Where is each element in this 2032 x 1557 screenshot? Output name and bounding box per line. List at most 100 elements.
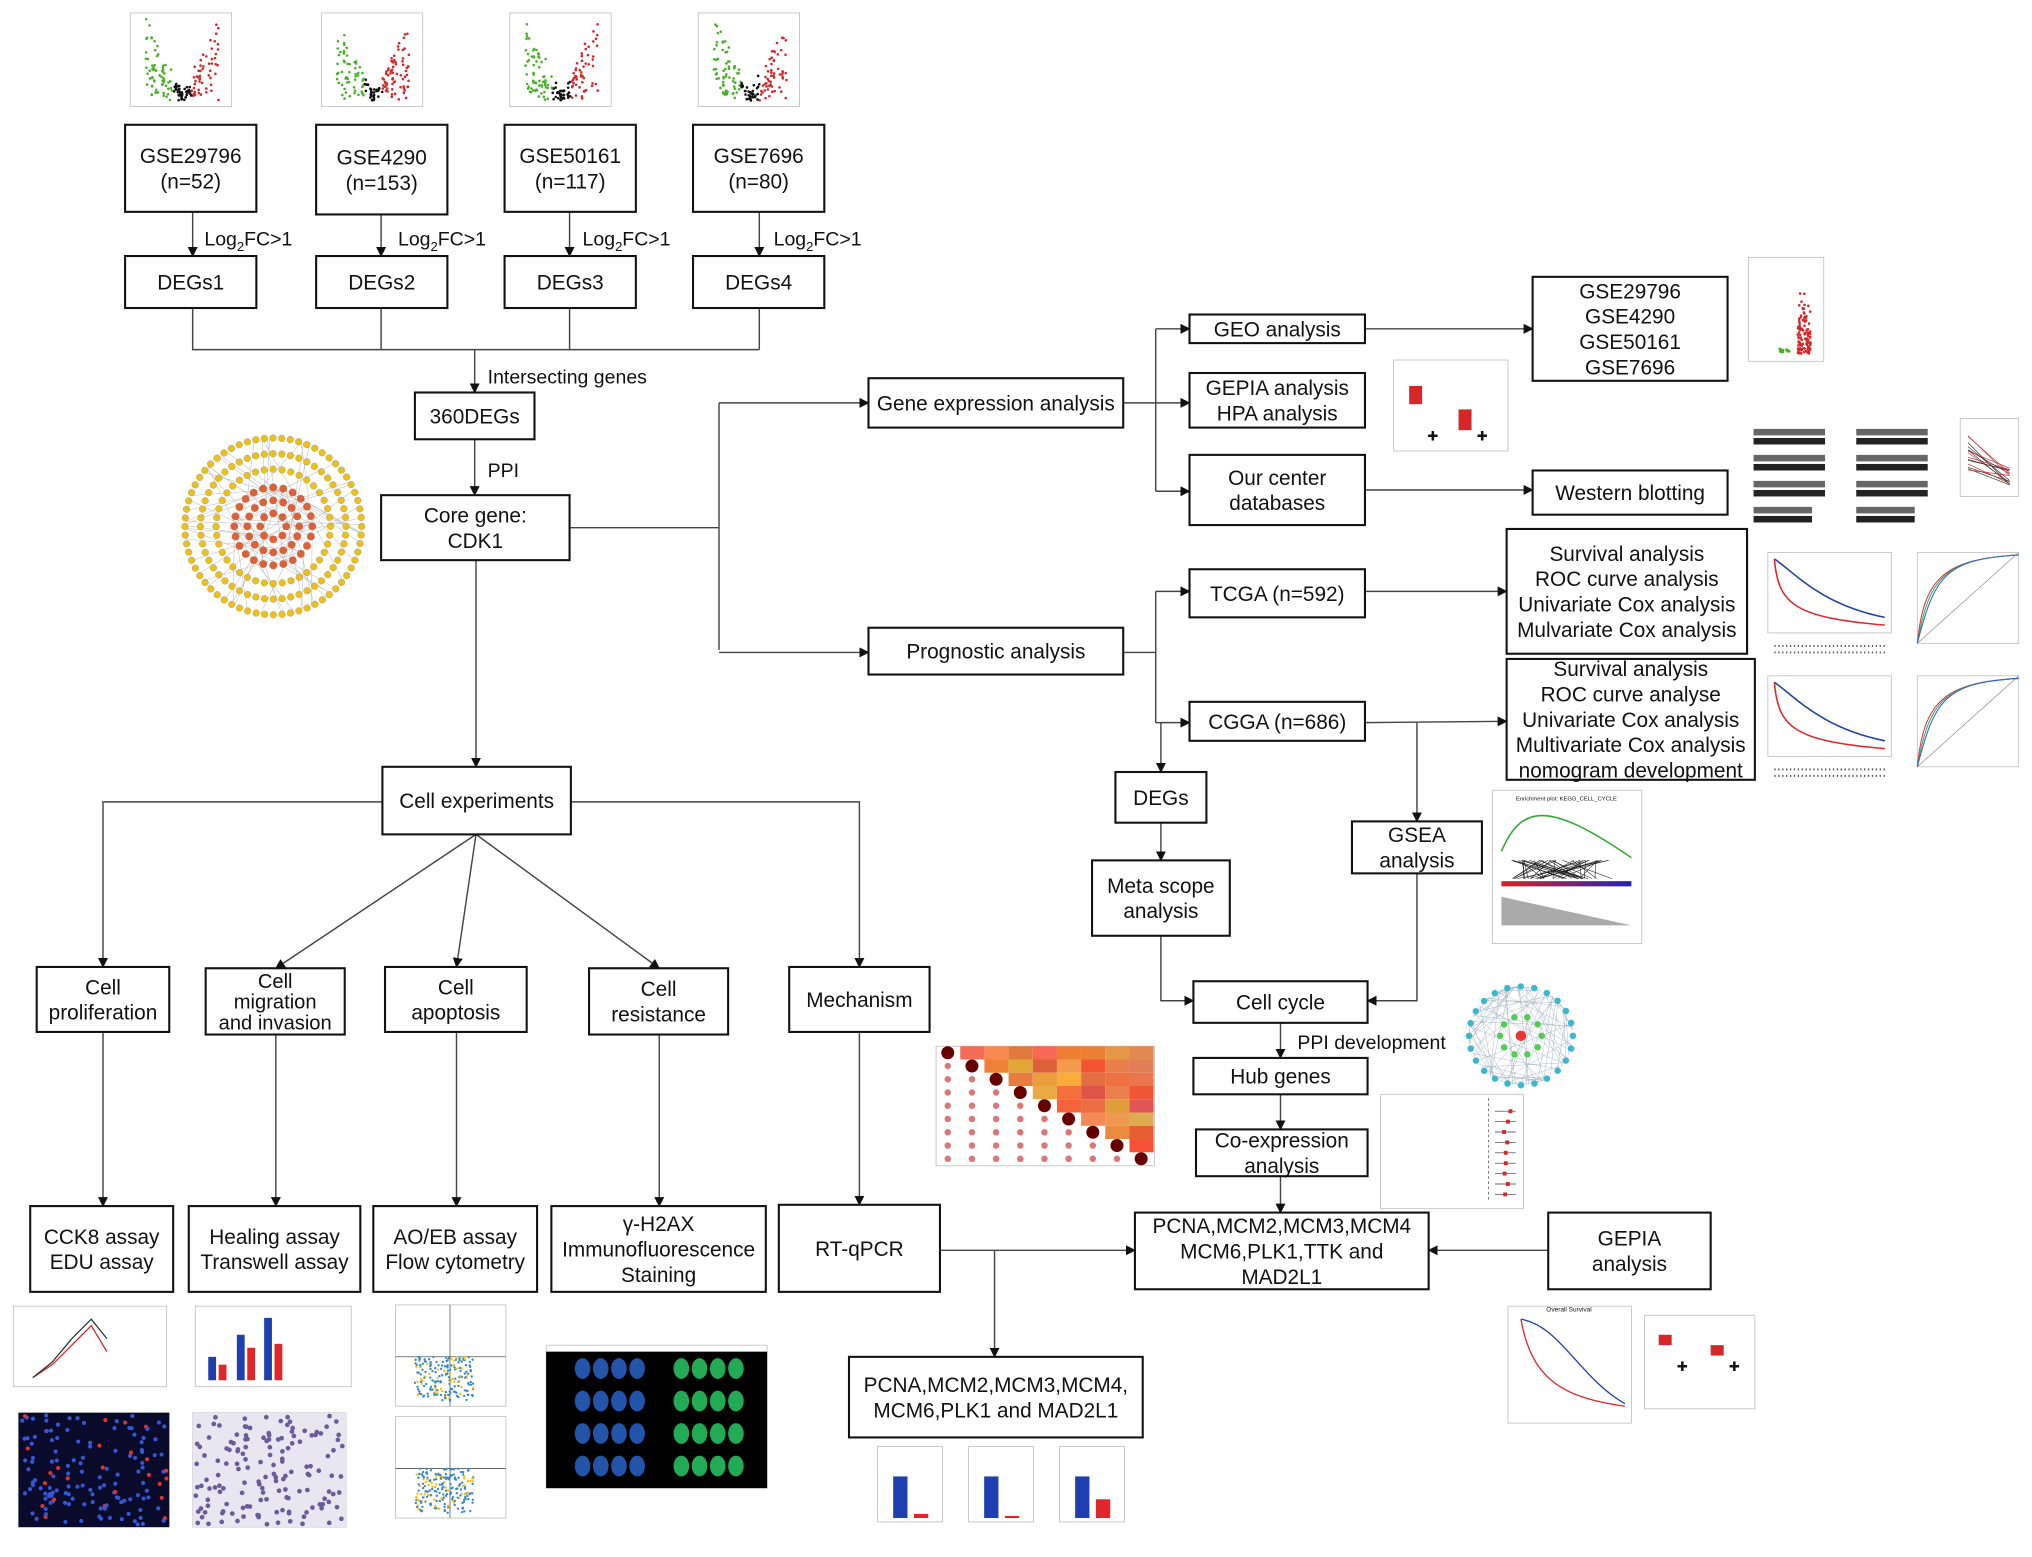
coexpression-heatmap-thumbnail xyxy=(935,1045,1155,1167)
box-text: Cell xyxy=(641,978,677,1001)
box-text: Univariate Cox analysis xyxy=(1518,594,1735,617)
box-frame xyxy=(867,626,1125,676)
box-frame xyxy=(124,254,258,310)
box-text: resistance xyxy=(611,1004,706,1027)
box-text: analysis xyxy=(1123,900,1198,923)
box-deg360: 360DEGs xyxy=(413,391,536,441)
box-degs1: DEGs1 xyxy=(124,254,258,310)
intersecting-genes-label: Intersecting genes xyxy=(488,366,647,388)
box-text: migration xyxy=(234,992,317,1014)
box-text: CCK8 assay xyxy=(44,1226,160,1249)
box-text: Western blotting xyxy=(1555,482,1705,505)
svg-text:✚: ✚ xyxy=(1427,429,1438,444)
box-frame xyxy=(1350,820,1483,875)
box-text: MCM6,PLK1,TTK and xyxy=(1180,1240,1383,1263)
box-text: GEO analysis xyxy=(1214,318,1341,341)
box-degs3: DEGs3 xyxy=(503,254,637,310)
box-gse3: GSE50161(n=117) xyxy=(503,123,637,213)
box-text: GSE4290 xyxy=(1585,306,1675,329)
box-western: Western blotting xyxy=(1531,469,1729,516)
box-text: (n=117) xyxy=(535,170,606,193)
forest-plot-thumbnail xyxy=(1380,1093,1524,1210)
box-frame xyxy=(1531,275,1729,382)
box-text: HPA analysis xyxy=(1217,402,1338,425)
box-text: (n=153) xyxy=(346,172,418,195)
box-text: DEGs4 xyxy=(725,272,792,295)
box-frame xyxy=(1192,1056,1369,1096)
box-text: PCNA,MCM2,MCM3,MCM4 xyxy=(1152,1215,1411,1238)
arrow-connector xyxy=(1364,716,1508,727)
qpcr-bar-chart-thumbnail xyxy=(968,1446,1034,1523)
box-frame xyxy=(503,254,637,310)
box-text: analysis xyxy=(1244,1155,1319,1178)
box-text: RT-qPCR xyxy=(815,1238,904,1261)
box-frame xyxy=(1531,469,1729,516)
box-text: databases xyxy=(1229,492,1325,515)
box-frame xyxy=(867,377,1125,429)
line-connector xyxy=(191,308,760,351)
box-text: ROC curve analyse xyxy=(1541,684,1721,707)
edu-fluorescence-thumbnail xyxy=(18,1412,170,1528)
ppi-development-label: PPI development xyxy=(1297,1032,1446,1054)
box-gene-expr: Gene expression analysis xyxy=(867,377,1125,429)
box-text: Cell xyxy=(438,976,474,999)
box-text: apoptosis xyxy=(411,1002,500,1025)
box-frame xyxy=(29,1205,175,1293)
box-frame xyxy=(124,123,258,213)
log2fc-label: Log2FC>1 xyxy=(774,229,862,254)
box-frame xyxy=(204,967,346,1036)
box-frame xyxy=(588,967,730,1036)
arrow-connector xyxy=(275,833,477,969)
box-text: Healing assay xyxy=(209,1226,340,1249)
box-text: AO/EB assay xyxy=(393,1226,517,1249)
cck8-growth-curve-thumbnail xyxy=(12,1305,168,1388)
box-frame xyxy=(1133,1211,1430,1291)
flow-cytometry-thumbnail xyxy=(395,1304,507,1407)
transwell-thumbnail xyxy=(192,1412,347,1528)
survival-title: Overall Survival xyxy=(1546,1306,1591,1313)
box-frame xyxy=(1188,700,1367,742)
box-frame xyxy=(1188,453,1367,527)
box-text: Core gene: xyxy=(424,504,527,527)
box-text: DEGs xyxy=(1133,787,1188,810)
box-frame xyxy=(372,1205,539,1293)
overall-survival-thumbnail: Overall Survival xyxy=(1507,1305,1632,1424)
volcano-plot-thumbnail xyxy=(320,12,424,107)
box-text: (n=80) xyxy=(728,170,789,193)
box-text: DEGs1 xyxy=(157,272,224,295)
box-text: Cell cycle xyxy=(1236,992,1325,1015)
box-text: (n=52) xyxy=(160,170,221,193)
box-hub: Hub genes xyxy=(1192,1056,1369,1096)
box-frame xyxy=(1192,980,1369,1024)
tcga-roc-thumbnail xyxy=(1916,551,2020,644)
box-text: DEGs3 xyxy=(537,272,604,295)
box-resistance: Cell resistance xyxy=(588,967,730,1036)
box-text: TCGA (n=592) xyxy=(1210,583,1345,606)
gsea-title: Enrichment plot: KEGG_CELL_CYCLE xyxy=(1516,797,1617,803)
box-gse4: GSE7696(n=80) xyxy=(691,123,826,213)
arrow-connector xyxy=(570,801,865,968)
geo-expression-scatter-thumbnail xyxy=(1747,256,1825,362)
box-rtqpcr: RT-qPCR xyxy=(777,1203,942,1293)
volcano-plot-thumbnail xyxy=(697,12,800,107)
box-text: MCM6,PLK1 and MAD2L1 xyxy=(873,1399,1118,1422)
box-apoptosis: Cell apoptosis xyxy=(383,965,528,1033)
qpcr-bar-chart-thumbnail xyxy=(1059,1446,1125,1523)
box-frame xyxy=(381,765,572,836)
box-frame xyxy=(503,123,637,213)
gsea-enrichment-plot-thumbnail: Enrichment plot: KEGG_CELL_CYCLE xyxy=(1491,789,1643,944)
box-degs: DEGs xyxy=(1114,770,1208,824)
qpcr-bar-chart-thumbnail xyxy=(877,1446,943,1523)
box-cell-exp: Cell experiments xyxy=(381,765,572,836)
cgga-roc-thumbnail xyxy=(1916,675,2020,768)
box-frame xyxy=(788,965,931,1033)
